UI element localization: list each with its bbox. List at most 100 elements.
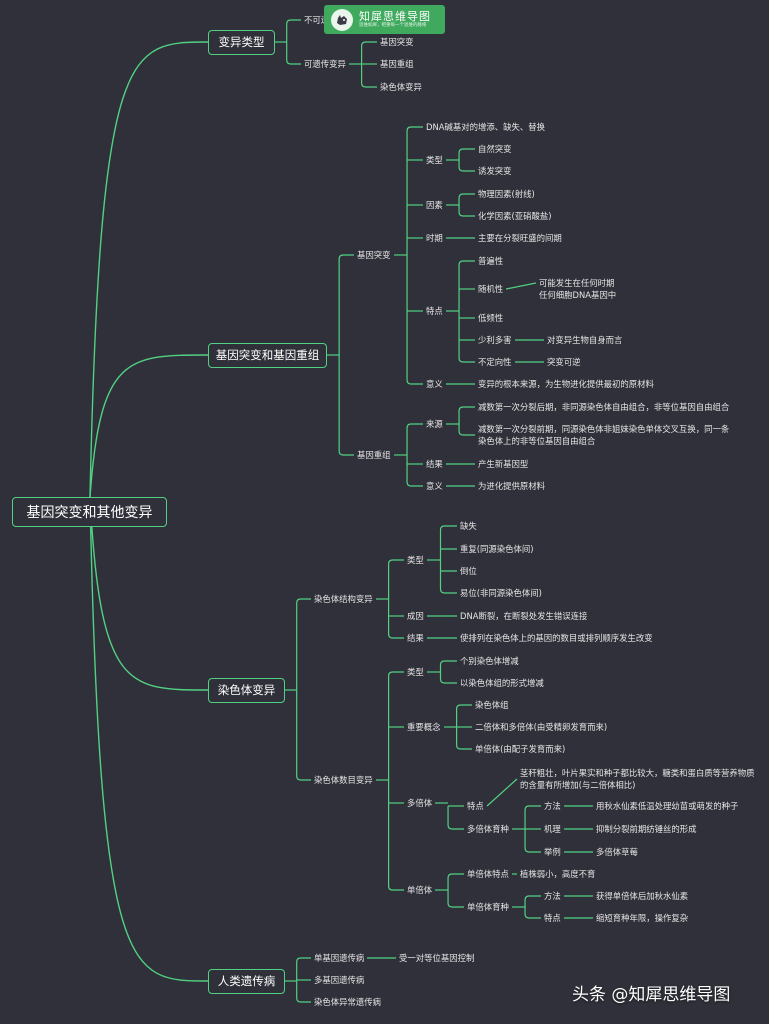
branch-connector bbox=[388, 671, 404, 677]
node-smby: 染色体数目变异 bbox=[314, 774, 373, 785]
node-td-suiji: 随机性 bbox=[478, 283, 504, 294]
branch-connector bbox=[447, 873, 464, 879]
root-connector bbox=[89, 496, 209, 982]
node-db-yuzhong: 多倍体育种 bbox=[467, 823, 509, 834]
node-tb-shiqi: 时期 bbox=[426, 232, 443, 243]
watermark: 头条 @知犀思维导图 bbox=[572, 985, 731, 1005]
node-rst-yichang: 染色体异常遗传病 bbox=[314, 996, 381, 1007]
branch-connector bbox=[524, 847, 541, 853]
node-dy-fangfa: 方法 bbox=[544, 890, 561, 901]
node-tb-yiyi-v: 变异的根本来源，为生物进化提供最初的原材料 bbox=[478, 378, 654, 389]
rhino-logo-icon bbox=[331, 8, 353, 31]
branch-connector bbox=[296, 775, 311, 781]
branch-connector bbox=[458, 430, 475, 436]
node-jgby: 染色体结构变异 bbox=[314, 593, 373, 604]
branch-connector bbox=[458, 211, 475, 217]
node-td-pubian: 普遍性 bbox=[478, 255, 504, 266]
node-yz-fangfa-v: 用秋水仙素低温处理幼苗或萌发的种子 bbox=[596, 800, 739, 811]
node-tb-wuli: 物理因素(射线) bbox=[478, 188, 535, 199]
node-gn-danbei: 单倍体(由配子发育而来) bbox=[475, 743, 566, 754]
branch-connector bbox=[524, 805, 541, 811]
branch-connector bbox=[458, 357, 475, 363]
node-sm-leixing: 类型 bbox=[407, 666, 424, 677]
node-dy-tedian-v: 缩短育种年限，操作复杂 bbox=[596, 912, 689, 923]
node-cz-yiyi: 意义 bbox=[426, 480, 443, 491]
branch-connector bbox=[447, 824, 464, 830]
root-connector bbox=[89, 41, 209, 498]
branch-connector bbox=[486, 778, 518, 807]
node-jg-chongfu: 重复(同源染色体间) bbox=[460, 543, 534, 554]
node-jg-leixing: 类型 bbox=[407, 554, 424, 565]
node-yz-jili-v: 抑制分裂前期纺锤丝的形成 bbox=[596, 823, 697, 834]
node-dan-jiyin-v: 受一对等位基因控制 bbox=[399, 952, 475, 963]
node-db-tedian: 特点 bbox=[467, 800, 484, 811]
branch-connector bbox=[456, 704, 472, 710]
node-td-shaoli-v: 对变异生物自身而言 bbox=[547, 334, 623, 345]
node-sm-zu: 以染色体组的形式增减 bbox=[460, 677, 544, 688]
branch-connector bbox=[406, 423, 423, 429]
node-tb-shiqi-v: 主要在分裂旺盛的间期 bbox=[478, 232, 562, 243]
branch-connector bbox=[505, 282, 537, 290]
branch-connector bbox=[458, 193, 475, 199]
node-tb-yinsu: 因素 bbox=[426, 199, 443, 210]
node-td-budingxiang: 不定向性 bbox=[478, 356, 512, 367]
node-yz-juli-v: 多倍体草莓 bbox=[596, 846, 638, 857]
logo-slogan: 思维如犀，把重每一个思维的脉络 bbox=[359, 23, 427, 28]
node-td-shaoli: 少利多害 bbox=[478, 334, 512, 345]
node-cz-jieguo: 结果 bbox=[426, 458, 443, 469]
node-td-budingxiang-v: 突变可逆 bbox=[547, 356, 581, 367]
branch-connector bbox=[406, 126, 423, 132]
branch-connector bbox=[388, 633, 404, 639]
node-jg-jieguo: 结果 bbox=[407, 632, 424, 643]
node-cz-ly2: 减数第一次分裂前期，同源染色体非姐妹染色单体交叉互换，同一条染色体上的非等位基因… bbox=[478, 424, 730, 446]
branch-connector bbox=[458, 166, 475, 172]
node-dy-fangfa-v: 获得单倍体后加秋水仙素 bbox=[596, 890, 689, 901]
brand-logo: 知犀思维导图 思维如犀，把重每一个思维的脉络 bbox=[324, 5, 445, 34]
branch-connector bbox=[286, 19, 301, 25]
node-dan-yuzhong: 单倍体育种 bbox=[467, 901, 509, 912]
node-sm-duobei: 多倍体 bbox=[407, 797, 433, 808]
node-yz-fangfa: 方法 bbox=[544, 800, 561, 811]
node-rstby: 染色体变异 bbox=[208, 677, 285, 703]
node-jycz: 基因重组 bbox=[357, 449, 391, 460]
node-duo-jiyin: 多基因遗传病 bbox=[314, 974, 365, 985]
branch-connector bbox=[361, 41, 377, 47]
node-jg-daowei: 倒位 bbox=[460, 565, 477, 576]
node-tb-yiyi: 意义 bbox=[426, 378, 443, 389]
branch-connector bbox=[296, 598, 311, 604]
node-jg-chengyin: 成因 bbox=[407, 610, 424, 621]
node-td-suiji-1: 可能发生在任何时期 bbox=[539, 277, 615, 288]
node-tb-leixing: 类型 bbox=[426, 154, 443, 165]
node-root: 基因突变和其他变异 bbox=[12, 497, 167, 527]
node-jg-jieguo-v: 使排列在染色体上的基因的数目或排列顺序发生改变 bbox=[460, 632, 653, 643]
branch-connector bbox=[296, 957, 311, 963]
node-sm-gebie: 个别染色体增减 bbox=[460, 655, 519, 666]
node-jg-chengyin-v: DNA断裂，在断裂处发生错误连接 bbox=[460, 610, 588, 621]
node-sm-zhongyao: 重要概念 bbox=[407, 721, 441, 732]
node-yz-juli: 举例 bbox=[544, 846, 561, 857]
node-tb-tedian: 特点 bbox=[426, 305, 443, 316]
node-kv-jytb: 基因突变 bbox=[380, 36, 414, 47]
node-jytb-jycz: 基因突变和基因重组 bbox=[208, 342, 327, 368]
branch-connector bbox=[447, 902, 464, 908]
node-bianyi-leixing: 变异类型 bbox=[208, 29, 275, 55]
node-dan-jiyin: 单基因遗传病 bbox=[314, 952, 365, 963]
node-gn-erbei: 二倍体和多倍体(由受精卵发育而来) bbox=[475, 721, 608, 732]
branch-connector bbox=[456, 744, 472, 750]
node-keyichuan: 可遗传变异 bbox=[304, 58, 346, 69]
branch-connector bbox=[439, 525, 457, 531]
node-dan-tedian-v: 植株弱小，高度不育 bbox=[520, 868, 596, 879]
node-yz-jili: 机理 bbox=[544, 823, 561, 834]
branch-connector bbox=[458, 148, 475, 154]
branch-connector bbox=[458, 406, 475, 412]
node-dan-tedian: 单倍体特点 bbox=[467, 868, 509, 879]
branch-connector bbox=[524, 895, 541, 901]
node-jg-yiwei: 易位(非同源染色体间) bbox=[460, 587, 542, 598]
node-tb-dna: DNA碱基对的增添、缺失、替换 bbox=[426, 121, 545, 132]
node-gn-rstz: 染色体组 bbox=[475, 699, 509, 710]
root-connector bbox=[89, 496, 209, 691]
branch-connector bbox=[406, 379, 423, 385]
node-cz-yiyi-v: 为进化提供原材料 bbox=[478, 480, 545, 491]
branch-connector bbox=[338, 254, 354, 260]
node-cz-laiyuan: 来源 bbox=[426, 418, 443, 429]
